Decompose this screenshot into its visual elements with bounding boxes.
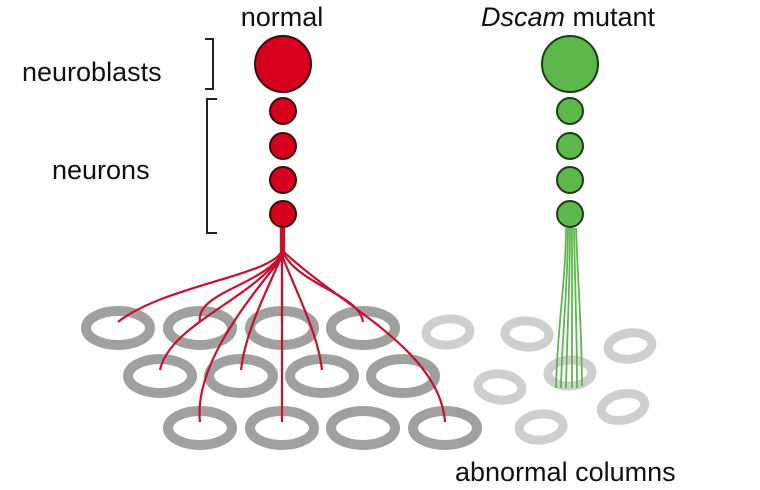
column-ring [204,354,278,398]
normal-neuron [269,97,297,125]
abnormal-columns [421,314,657,445]
column-ring [408,406,482,450]
abnormal-column-ring [421,314,475,350]
column-ring [163,306,237,350]
neurons-bracket [206,98,217,234]
normal-neuron [269,166,297,194]
axon-branch [158,228,283,371]
mutant-neuron [556,200,584,228]
abnormal-column-ring [473,369,527,405]
mutant-neuron [556,97,584,125]
column-ring [285,354,359,398]
mutant-neuron [556,132,584,160]
axon-branch [281,228,324,371]
mutant-axons [555,227,583,389]
axon-branch [198,228,284,423]
axon-fiber [555,227,567,389]
normal-neuroblast [254,35,312,93]
mutant-title: Dscam mutant [481,2,656,32]
neuroblasts-bracket [205,38,214,90]
normal-neuron [269,200,297,228]
normal-cells [254,35,312,228]
mutant-neuroblast [541,35,599,93]
axon-branch [282,228,365,323]
abnormal-column-ring [603,328,657,364]
column-ring [81,306,155,350]
axon-fiber [573,227,578,389]
axon-fiber [575,227,583,387]
mutant-gene-name: Dscam [481,2,565,32]
mutant-cells [541,35,599,228]
abnormal-column-ring [514,409,568,445]
axon-branch [117,228,284,323]
mutant-suffix: mutant [565,2,656,32]
column-ring [326,406,400,450]
normal-title: normal [241,2,324,32]
axon-branch [282,228,447,423]
column-ring [366,354,440,398]
normal-axons [117,228,447,423]
neuroblasts-label: neuroblasts [22,57,162,87]
abnormal-column-ring [596,388,650,426]
mutant-neuron [556,166,584,194]
normal-neuron [269,132,297,160]
abnormal-columns-label: abnormal columns [455,457,676,487]
axon-fiber [560,227,569,389]
neurons-label: neurons [52,155,150,185]
axon-fiber [565,227,571,389]
abnormal-column-ring [543,355,597,391]
column-ring [326,306,400,350]
abnormal-column-ring [500,316,554,352]
column-ring [123,354,197,398]
